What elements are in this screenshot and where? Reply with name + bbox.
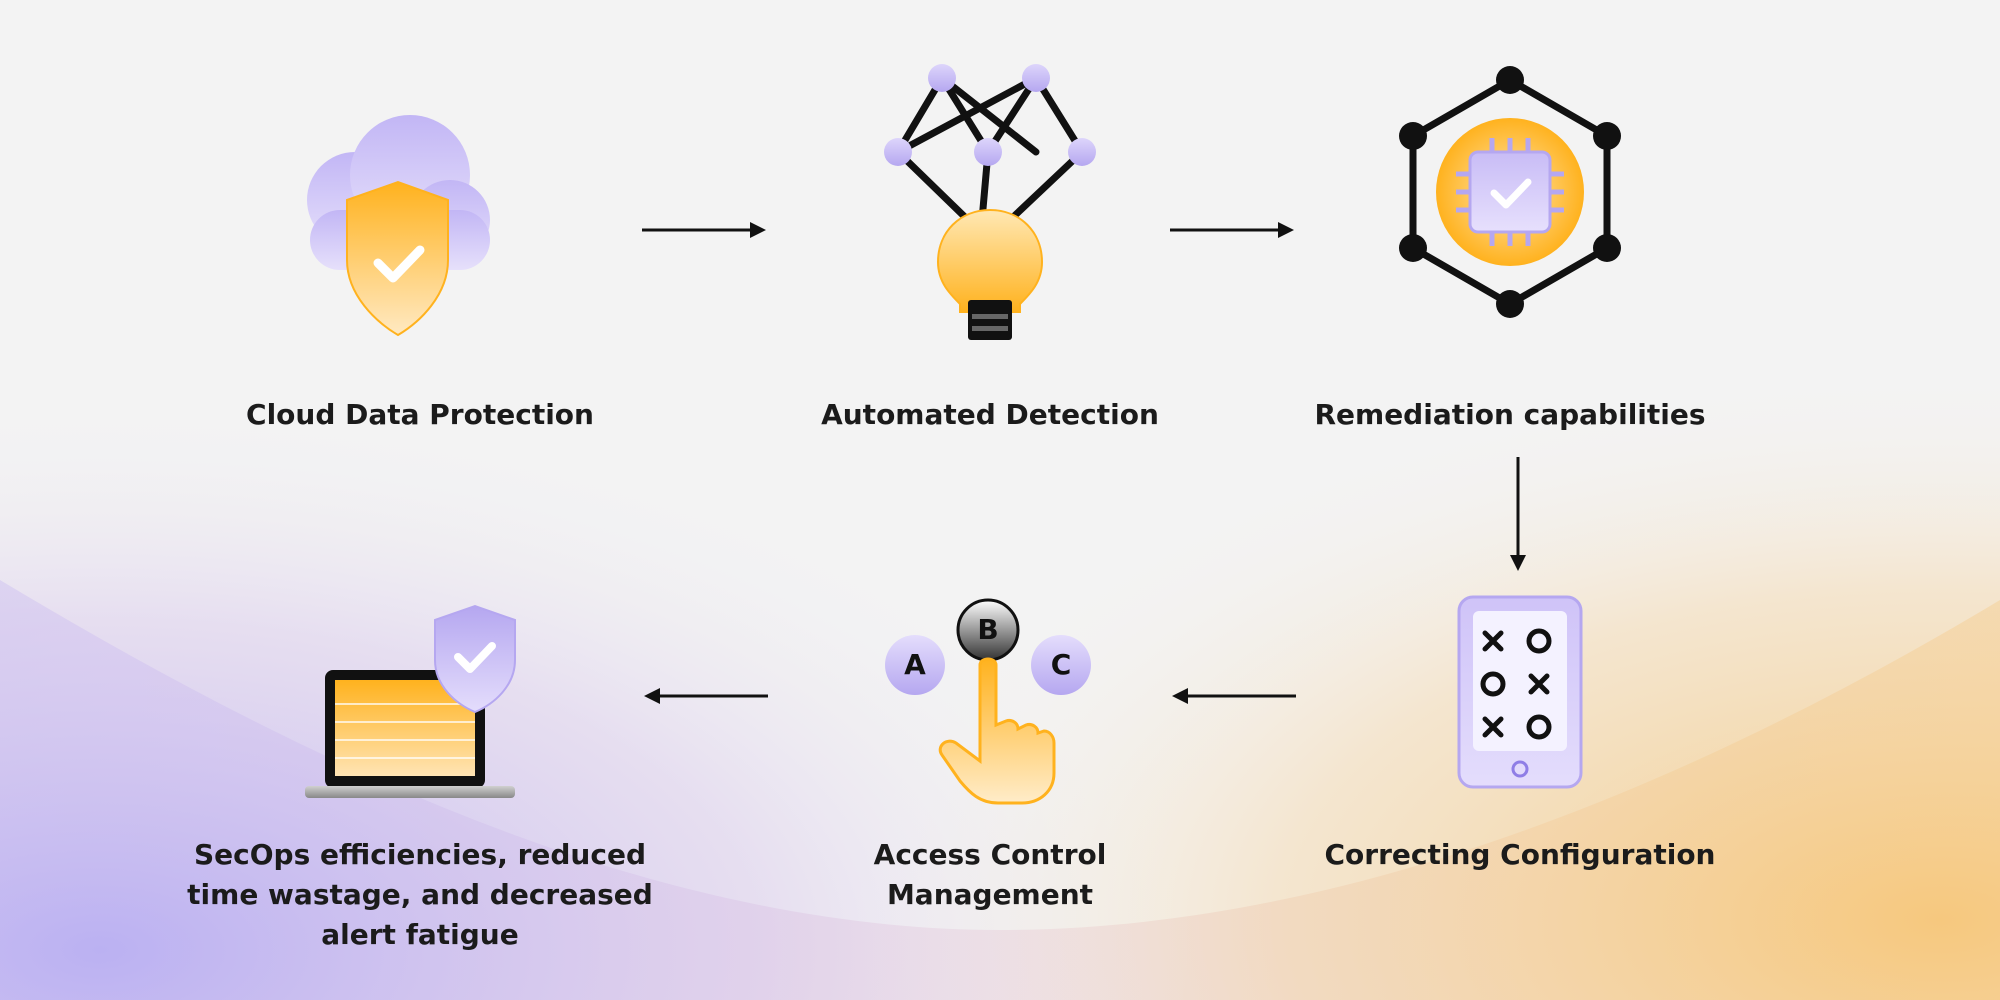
check-icon <box>1490 178 1532 209</box>
option-c-letter: C <box>1050 648 1072 681</box>
label-access-control-line2: Management <box>886 878 1094 911</box>
option-c-bubble <box>1031 635 1091 695</box>
step-automated-detection <box>870 60 1110 340</box>
option-b-letter: B <box>977 613 999 646</box>
label-remediation-capabilities: Remediation capabilities <box>1314 398 1706 431</box>
step-access-control-management: A B C <box>880 595 1100 805</box>
label-cloud-data-protection: Cloud Data Protection <box>246 398 594 431</box>
label-correcting-configuration: Correcting Configuration <box>1324 838 1716 871</box>
cloud-shield-icon <box>307 115 490 337</box>
step-secops-efficiencies <box>300 600 530 800</box>
tablet-tic-tac-toe-icon <box>1457 595 1583 789</box>
label-secops-line2: time wastage, and decreased <box>187 878 653 911</box>
hexagon-chip-icon <box>1399 66 1621 318</box>
arrow-left-1 <box>1172 688 1296 704</box>
label-secops-line3: alert fatigue <box>321 918 519 951</box>
arrow-down-1 <box>1510 457 1526 571</box>
laptop-shield-icon <box>305 604 516 798</box>
step-cloud-data-protection <box>280 100 500 350</box>
option-a-bubble <box>885 635 945 695</box>
arrow-left-2 <box>644 688 768 704</box>
label-automated-detection: Automated Detection <box>821 398 1159 431</box>
step-remediation-capabilities <box>1390 60 1630 330</box>
arrow-right-1 <box>642 222 766 238</box>
label-secops-efficiencies: SecOps efficiencies, reduced time wastag… <box>150 835 690 955</box>
label-access-control-line1: Access Control <box>873 838 1107 871</box>
abc-hand-icon <box>885 598 1091 805</box>
check-icon <box>454 642 496 673</box>
label-access-control-management: Access Control Management <box>770 835 1210 915</box>
network-lightbulb-icon <box>884 64 1096 340</box>
label-secops-line1: SecOps efficiencies, reduced <box>194 838 646 871</box>
check-icon <box>373 245 425 283</box>
step-correcting-configuration <box>1455 595 1585 790</box>
arrow-right-2 <box>1170 222 1294 238</box>
option-a-letter: A <box>904 648 926 681</box>
